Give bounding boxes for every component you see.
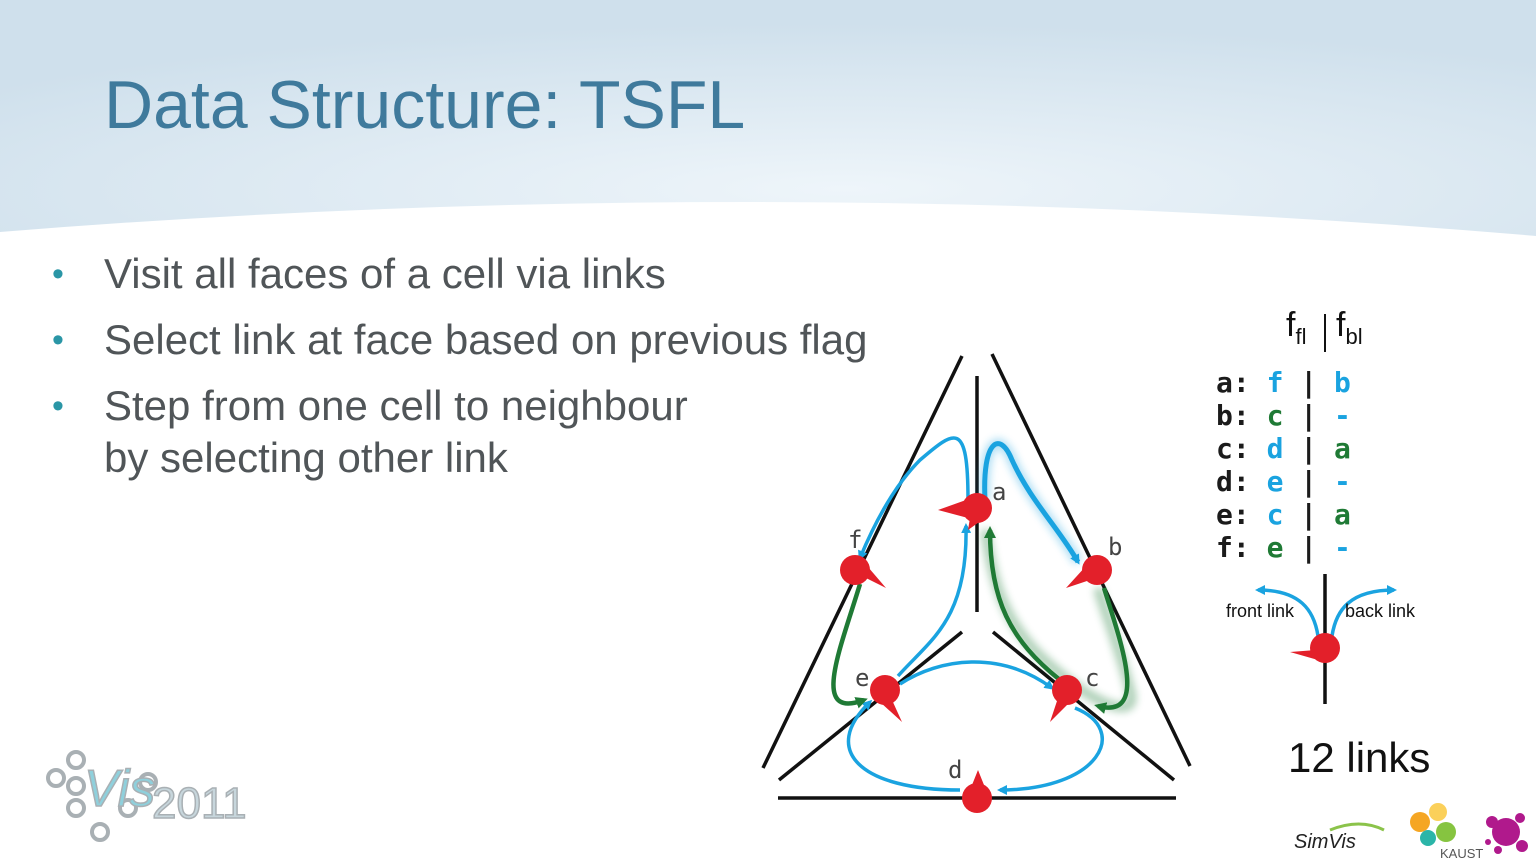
bullet-item: • Visit all faces of a cell via links [52, 248, 867, 300]
bullet-text: Visit all faces of a cell via links [104, 250, 666, 297]
node-d [962, 770, 992, 813]
back-links [831, 526, 1130, 714]
legend-node [1290, 633, 1340, 663]
vis-logo-year: 2011 [152, 779, 247, 828]
node-a [938, 493, 992, 530]
table-row: a: f | b [1216, 366, 1351, 399]
links-count: 12 links [1288, 734, 1431, 781]
bullet-text-line1: Step from one cell to neighbour [104, 382, 688, 429]
node-c [1050, 675, 1082, 722]
bullet-dot: • [52, 255, 64, 293]
face-lines [761, 353, 1192, 800]
front-links [846, 436, 1104, 795]
node-label-c: c [1085, 664, 1099, 692]
node-label-f: f [848, 526, 862, 554]
vis2011-logo: Vis 2011 [46, 750, 247, 842]
vis-logo-text: Vis [84, 760, 155, 818]
table-row: c: d | a [1216, 432, 1351, 465]
bullet-text: Select link at face based on previous fl… [104, 316, 868, 363]
table-row: d: e | - [1216, 465, 1351, 498]
kaust-logo-text: KAUST [1440, 846, 1483, 861]
nodes [840, 493, 1112, 813]
node-label-d: d [948, 756, 962, 784]
bullet-text-line2: by selecting other link [104, 434, 508, 481]
kaust-logo: KAUST [1410, 803, 1483, 861]
bullet-dot: • [52, 321, 64, 359]
bullet-list: • Visit all faces of a cell via links • … [52, 248, 867, 498]
node-f [840, 555, 886, 588]
table-row: e: c | a [1216, 498, 1351, 531]
legend-graphic [1255, 314, 1397, 704]
header-back: fbl [1336, 306, 1363, 349]
node-label-e: e [855, 664, 869, 692]
header-front: ffl [1286, 306, 1307, 349]
simvis-logo-text: SimVis [1294, 831, 1356, 853]
table-row: f: e | - [1216, 531, 1351, 564]
header-band [0, 0, 1536, 236]
node-label-b: b [1108, 533, 1122, 561]
bullet-item: • Select link at face based on previous … [52, 314, 867, 366]
back-link-label: back link [1345, 601, 1416, 621]
node-e [870, 675, 902, 722]
node-b [1066, 555, 1112, 588]
table-row: b: c | - [1216, 399, 1351, 432]
node-label-a: a [992, 478, 1006, 506]
page-title: Data Structure: TSFL [104, 67, 746, 143]
splash-logo [1485, 813, 1528, 854]
bullet-item: • Step from one cell to neighbour by sel… [52, 380, 867, 484]
bullet-dot: • [52, 387, 64, 425]
simvis-logo: SimVis [1294, 822, 1385, 853]
front-link-label: front link [1226, 601, 1295, 621]
